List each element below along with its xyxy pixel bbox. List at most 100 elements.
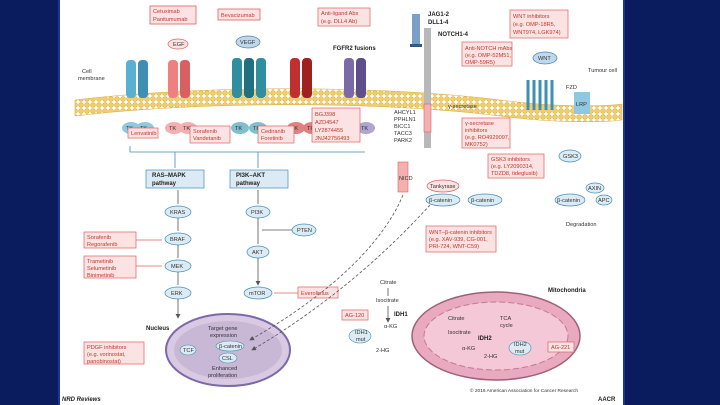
pi3k-akt-label-2: pathway xyxy=(236,181,261,187)
gsi-box: γ-secretase inhibitors (e.g. RO4929097, … xyxy=(461,117,511,149)
bevacizumab-label: Bevacizumab xyxy=(221,13,255,19)
vegfr-receptor: TK TK xyxy=(231,58,267,134)
notch-ligand-2: DLL1-4 xyxy=(428,20,449,26)
fgfr-fusion-title: FGFR2 fusions xyxy=(333,46,376,52)
tankyrase-line3: PRI-724, WNT-C59) xyxy=(429,244,479,250)
fzd-label: FZD xyxy=(566,85,577,91)
citrate-label: Citrate xyxy=(380,280,396,286)
nucleus-note-2: proliferation xyxy=(208,373,237,379)
tankyrase-title: WNT–β-catenin inhibitors xyxy=(429,230,492,236)
egfr2-tk-1: TK xyxy=(169,126,176,132)
target-genes-label-2: expression xyxy=(210,333,237,339)
gsk-inhibitor-box: GSK3 inhibitors (e.g. LY2090314, TDZD8, … xyxy=(487,153,545,179)
fusion-partner-3: BICC1 xyxy=(394,124,410,130)
akg-label: α-KG xyxy=(384,324,397,330)
kras-label: KRAS xyxy=(170,210,186,216)
cell-membrane xyxy=(74,88,623,123)
mek-inhib-2: Selumetinib xyxy=(87,266,116,272)
tca-label: TCA xyxy=(500,316,511,322)
mito-akg: α-KG xyxy=(462,346,475,352)
idh2-label: IDH2 xyxy=(478,336,492,342)
gamma-secretase-label: γ-secretase xyxy=(448,104,477,110)
antiligand-title: Anti-ligand Abs xyxy=(321,11,359,17)
idh2-mut-label: IDH2 xyxy=(514,342,527,348)
lrp-label: LRP xyxy=(576,102,587,108)
wnt-inhibitor-box: WNT inhibitors (e.g. OMP-18R5, WNT974, L… xyxy=(509,9,569,39)
pi3k-cascade: PI3K PTEN AKT mTOR xyxy=(243,190,317,300)
fzd-receptor: FZD LRP xyxy=(526,80,590,114)
wnt-inhib-line3: WNT974, LGK974) xyxy=(513,30,561,36)
mek-inhibitor-box: Trametinib Selumetinib Binimetinib xyxy=(83,255,162,279)
antiligand-box: Anti-ligand Abs (e.g. DLL4 Ab) xyxy=(317,7,371,27)
nicd: NICD xyxy=(397,161,413,193)
antiligand-example: (e.g. DLL4 Ab) xyxy=(321,19,357,25)
vegf-label: VEGF xyxy=(240,40,256,46)
degradation-label: Degradation xyxy=(566,222,596,228)
mek-inhib-1: Trametinib xyxy=(87,259,113,265)
ras-mapk-header: RAS–MAPK pathway xyxy=(145,169,205,189)
wnt-ligand xyxy=(532,51,558,65)
nucleus-label: Nucleus xyxy=(146,326,170,332)
sorafenib-label: Sorafenib xyxy=(193,129,217,135)
vegf-ligand xyxy=(235,35,261,49)
nucleus-beta-catenin: β-catenin xyxy=(219,344,242,350)
isocitrate-label: Isocitrate xyxy=(376,298,399,304)
mito-citrate: Citrate xyxy=(448,316,464,322)
mtor-label: mTOR xyxy=(249,291,265,297)
pdgfr-tk-2: TK xyxy=(307,126,314,132)
erk-label: ERK xyxy=(171,291,183,297)
fusion-partner-5: PARK2 xyxy=(394,138,412,144)
wnt-beta-catenin-inhibitor-box: WNT–β-catenin inhibitors (e.g. XAV-939, … xyxy=(425,225,497,253)
tankyrase-label: Tankyrase xyxy=(430,184,456,190)
gsk-title: GSK3 inhibitors xyxy=(491,157,530,163)
ag120-label: AG-120 xyxy=(345,313,364,319)
notch-receptor-label: NOTCH1-4 xyxy=(438,32,469,38)
sorafenib-regorafenib-box: Sorafenib Regorafenib xyxy=(83,231,162,249)
copyright-text: © 2016 American Association for Cancer R… xyxy=(470,387,578,394)
notch-ligand: JAG1-2 DLL1-4 xyxy=(410,12,450,47)
cediranib-label: Cediranib xyxy=(261,129,285,135)
antinotch-example-2: OMP-59R5) xyxy=(465,60,495,66)
wnt-inhib-line2: (e.g. OMP-18R5, xyxy=(513,22,556,28)
vegfr-tk-2: TK xyxy=(253,126,260,132)
tcf-label: TCF xyxy=(183,348,194,354)
everolimus-box: Everolimus xyxy=(274,286,339,299)
panitumumab-label: Panitumumab xyxy=(153,17,188,23)
wnt-inhib-title: WNT inhibitors xyxy=(513,14,550,20)
apc-label: APC xyxy=(598,198,610,204)
everolimus-label: Everolimus xyxy=(301,291,329,297)
beta-catenin-1: β-catenin xyxy=(429,198,452,204)
braf-label: BRAF xyxy=(170,237,186,243)
source-label: NRD Reviews xyxy=(62,397,101,403)
antinotch-example: (e.g. OMP-52M51, xyxy=(465,53,511,59)
notch-ligand-1: JAG1-2 xyxy=(428,12,450,18)
pdgf-box-1: PDGF inhibitors xyxy=(87,345,127,351)
vandetanib-label: Vandetanib xyxy=(193,136,221,142)
fgfr-inhib-1: BGJ398 xyxy=(315,112,335,118)
destruction-complex: GSK3 AXIN APC β-catenin xyxy=(554,149,613,207)
sorafenib-vandetanib-box: Sorafenib Vandetanib xyxy=(189,125,231,144)
ras-mapk-label-2: pathway xyxy=(152,181,177,187)
idh1-label: IDH1 xyxy=(394,312,408,318)
egf-label: EGF xyxy=(173,42,185,48)
mito-title: Mitochondria xyxy=(548,288,586,294)
tca-label-2: cycle xyxy=(500,323,513,329)
lenvatinib-box: Lenvatinib xyxy=(127,127,159,139)
mitochondria: Mitochondria Citrate Isocitrate TCA cycl… xyxy=(411,288,586,381)
notch-receptor: NOTCH1-4 xyxy=(423,28,469,148)
pi3k-akt-label: PI3K–AKT xyxy=(236,173,265,179)
gsi-line4: MK0752) xyxy=(465,142,488,148)
gsk-line3: TDZD8, tideglusib) xyxy=(491,171,538,177)
mek-inhib-3: Binimetinib xyxy=(87,273,114,279)
pi3k-akt-header: PI3K–AKT pathway xyxy=(229,169,289,189)
fgfr-inhib-3: LY2874455 xyxy=(315,128,343,134)
fusion-partner-2: PPHLN1 xyxy=(394,117,416,123)
antinotch-box: Anti-NOTCH mAbs (e.g. OMP-52M51, OMP-59R… xyxy=(461,41,512,67)
target-genes-label: Target gene xyxy=(208,326,238,332)
fgfr-inhibitor-box: BGJ398 AZD4547 LY2874455 JNJ42756493 xyxy=(311,107,361,143)
ras-mapk-label: RAS–MAPK xyxy=(152,173,186,179)
mito-2hg: 2-HG xyxy=(484,354,497,360)
membrane-label: Cell xyxy=(82,69,92,75)
fgfr-inhib-2: AZD4547 xyxy=(315,120,339,126)
